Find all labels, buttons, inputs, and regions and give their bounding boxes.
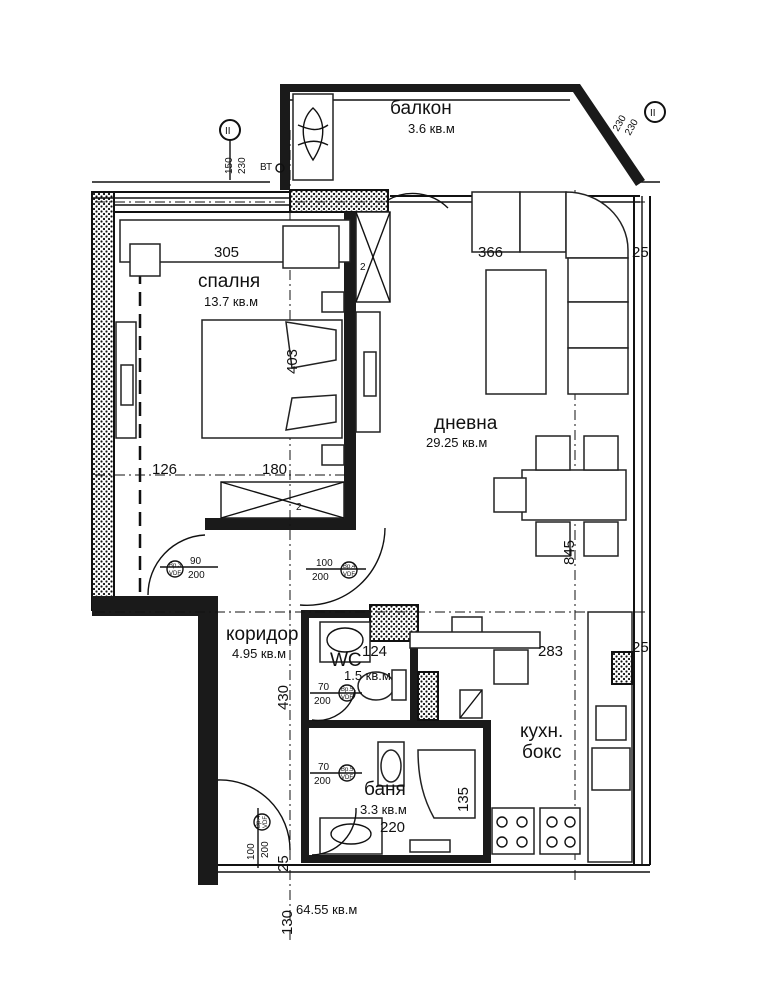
svg-text:Вр.5: Вр.5 (341, 767, 354, 773)
bath-name: баня (364, 779, 406, 800)
svg-text:200: 200 (314, 696, 331, 707)
corridor-name: коридор (226, 624, 299, 645)
svg-text:70: 70 (318, 682, 330, 693)
dim-bed-width: 305 (214, 244, 239, 261)
dim-bed-bottom-right: 180 (262, 461, 287, 478)
kitchen-name-line2: бокс (522, 742, 561, 763)
svg-text:Вр.4: Вр.4 (343, 564, 356, 570)
wc-name: WC (330, 650, 362, 671)
section-circle-right (644, 101, 666, 123)
wc-area: 1.5 кв.м (344, 668, 391, 683)
dim-wardrobe-2a: 2 (360, 262, 366, 273)
section-mark-left: II (225, 126, 231, 137)
svg-text:200: 200 (314, 776, 331, 787)
bedroom-furniture (115, 219, 381, 466)
living-name: дневна (434, 413, 498, 434)
door-swings (147, 192, 449, 856)
dim-bottom-130: 130 (279, 910, 296, 935)
svg-text:200: 200 (260, 841, 271, 858)
dim-wardrobe-2b: 2 (296, 502, 302, 513)
kitchen-fixtures (491, 611, 633, 863)
bedroom-name: спалня (198, 271, 260, 292)
balcony-area: 3.6 кв.м (408, 121, 455, 136)
svg-text:Вр.3: Вр.3 (169, 563, 182, 569)
bath-area: 3.3 кв.м (360, 802, 407, 817)
svg-text:70: 70 (318, 762, 330, 773)
svg-text:90: 90 (190, 556, 202, 567)
svg-text:VDF: VDF (343, 572, 355, 578)
svg-text:VDF: VDF (169, 571, 181, 577)
section-marks: II II ВТ (219, 101, 666, 180)
svg-text:VDF: VDF (341, 695, 353, 701)
room-labels: балкон 3.6 кв.м спалня 13.7 кв.м дневна … (198, 98, 563, 817)
svg-text:VDF: VDF (263, 816, 269, 828)
dim-bed-length: 403 (284, 349, 301, 374)
interior-walls (205, 211, 491, 863)
svg-text:200: 200 (312, 572, 329, 583)
kitchen-name-line1: кухн. (520, 721, 563, 742)
corridor-area: 4.95 кв.м (232, 646, 286, 661)
dim-kitchen-width: 283 (538, 643, 563, 660)
svg-text:Вр.4: Вр.4 (256, 815, 262, 828)
door-tag-d3: 70 200 Вр.5 VDF (310, 682, 362, 707)
door-tags: 90 200 Вр.3 VDF 100 200 Вр.4 VDF 70 200 … (160, 556, 366, 868)
balcony-outline (280, 84, 645, 190)
living-area: 29.25 кв.м (426, 435, 487, 450)
tag-bt: ВТ (260, 162, 272, 173)
dim-bath-height: 135 (455, 787, 472, 812)
svg-text:100: 100 (246, 843, 257, 860)
svg-text:100: 100 (316, 558, 333, 569)
dim-bed-bottom-left: 126 (152, 461, 177, 478)
svg-text:VDF: VDF (341, 775, 353, 781)
exterior-walls (91, 181, 660, 885)
section-mark-right: II (650, 108, 656, 119)
dim-corridor-length: 430 (275, 685, 292, 710)
balcony-name: балкон (390, 98, 452, 119)
dim-right-wall-mid: 25 (632, 639, 649, 656)
dim-bal-230: 230 (237, 157, 248, 174)
dim-wc-width: 124 (362, 643, 387, 660)
dim-living-width: 366 (478, 244, 503, 261)
door-tag-d5: 100 200 Вр.4 VDF (246, 808, 271, 868)
svg-text:Вр.5: Вр.5 (341, 687, 354, 693)
dim-bath-width: 220 (380, 819, 405, 836)
door-tag-d2: 100 200 Вр.4 VDF (306, 558, 366, 583)
bathroom-fixtures (319, 621, 476, 855)
door-tag-d1: 90 200 Вр.3 VDF (160, 556, 218, 581)
svg-text:200: 200 (188, 570, 205, 581)
dim-right-wall-top: 25 (632, 244, 649, 261)
dim-living-length: 845 (561, 540, 578, 565)
dim-bottom-25: 25 (275, 855, 292, 872)
door-tag-d4: 70 200 Вр.5 VDF (310, 762, 362, 787)
bedroom-area: 13.7 кв.м (204, 294, 258, 309)
living-furniture (409, 191, 629, 685)
total-area: 64.55 кв.м (296, 902, 357, 917)
